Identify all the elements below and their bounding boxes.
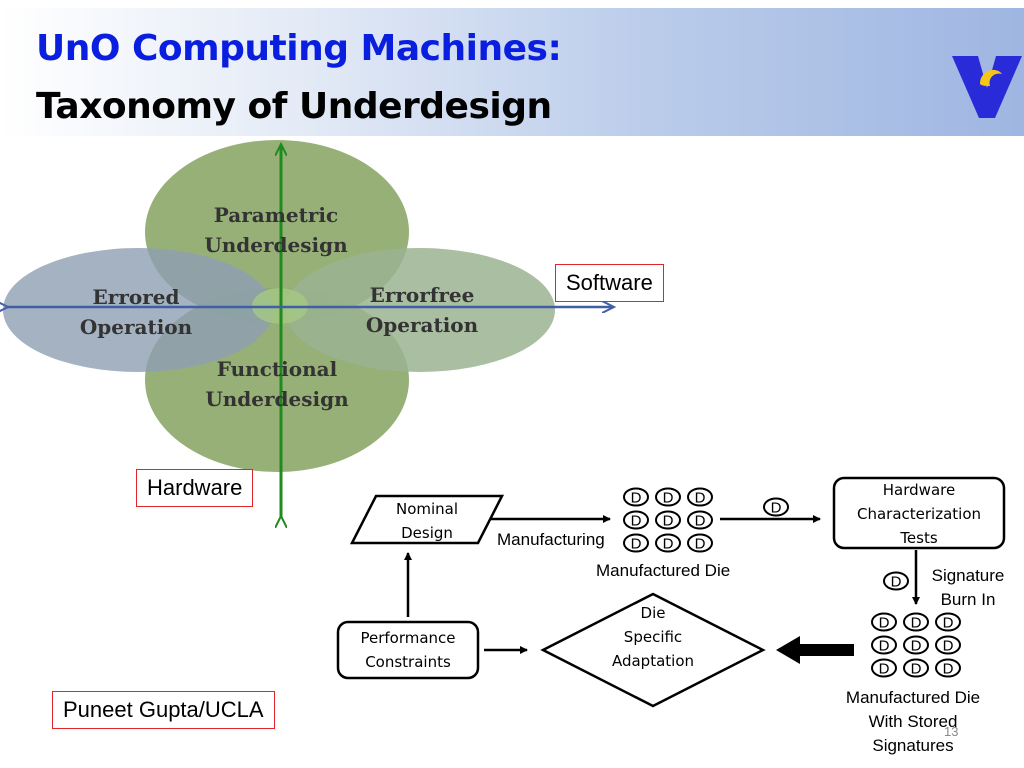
single-die-label: D bbox=[771, 500, 782, 517]
hw-tests-label-3: Tests bbox=[899, 529, 938, 547]
thick-arrow-shaft bbox=[796, 644, 854, 656]
die-token bbox=[935, 658, 961, 678]
burn-in-die-label: D bbox=[891, 574, 902, 591]
die-token-label: D bbox=[663, 490, 674, 507]
die-token-label: D bbox=[879, 661, 890, 678]
errored-label-2: Operation bbox=[80, 315, 193, 339]
single-die-token bbox=[763, 497, 789, 517]
manufactured-die-caption: Manufactured Die bbox=[596, 561, 731, 580]
die-token bbox=[687, 487, 713, 507]
stored-caption-line-2: With Stored bbox=[868, 712, 958, 731]
functional-label-2: Underdesign bbox=[205, 387, 349, 411]
die-token bbox=[655, 533, 681, 553]
die-token bbox=[871, 658, 897, 678]
errored-label-1: Errored bbox=[93, 285, 180, 309]
die-token-label: D bbox=[879, 615, 890, 632]
stored-signatures-caption: Manufactured Die With Stored Signatures bbox=[830, 686, 996, 758]
adaptation-diamond bbox=[540, 592, 766, 708]
die-token-label: D bbox=[663, 536, 674, 553]
die-token bbox=[655, 487, 681, 507]
manufacturing-label: Manufacturing bbox=[497, 530, 605, 549]
die-token-label: D bbox=[695, 513, 706, 530]
die-token-label: D bbox=[943, 638, 954, 655]
die-token-label: D bbox=[631, 536, 642, 553]
die-token bbox=[655, 510, 681, 530]
petal-errored bbox=[3, 248, 273, 372]
page-number: 13 bbox=[944, 724, 959, 739]
die-token-label: D bbox=[943, 661, 954, 678]
performance-label-1: Performance bbox=[360, 629, 455, 647]
die-token-label: D bbox=[943, 615, 954, 632]
die-token bbox=[623, 533, 649, 553]
die-token-label: D bbox=[911, 661, 922, 678]
die-token-label: D bbox=[663, 513, 674, 530]
author-label: Puneet Gupta/UCLA bbox=[52, 691, 275, 729]
die-token bbox=[935, 635, 961, 655]
die-token-label: D bbox=[631, 513, 642, 530]
die-token-label: D bbox=[911, 615, 922, 632]
die-token bbox=[935, 612, 961, 632]
nominal-design-label-1: Nominal bbox=[396, 500, 458, 518]
nominal-design-box bbox=[349, 494, 505, 545]
die-token bbox=[687, 510, 713, 530]
stored-caption-line-3: Signatures bbox=[872, 736, 954, 755]
performance-constraints-box bbox=[336, 620, 480, 680]
die-token-label: D bbox=[911, 638, 922, 655]
parametric-label-1: Parametric bbox=[214, 203, 338, 227]
die-token bbox=[687, 533, 713, 553]
die-token bbox=[871, 635, 897, 655]
stored-caption-line-1: Manufactured Die bbox=[845, 688, 981, 707]
parametric-label-2: Underdesign bbox=[204, 233, 348, 257]
software-label: Software bbox=[555, 264, 664, 302]
thick-arrow-head bbox=[776, 636, 800, 664]
die-token-label: D bbox=[695, 490, 706, 507]
die-token bbox=[871, 612, 897, 632]
hardware-label: Hardware bbox=[136, 469, 254, 507]
performance-label-2: Constraints bbox=[365, 653, 451, 671]
burn-in-label-2: Burn In bbox=[941, 590, 996, 609]
die-token bbox=[623, 487, 649, 507]
hw-characterization-box bbox=[832, 476, 1006, 550]
adaptation-label-3: Adaptation bbox=[612, 652, 694, 670]
slide-subtitle: Taxonomy of Underdesign bbox=[36, 86, 552, 127]
hw-tests-label-1: Hardware bbox=[883, 481, 955, 499]
errorfree-label-2: Operation bbox=[366, 313, 479, 337]
title-banner: UnO Computing Machines: Taxonomy of Unde… bbox=[0, 8, 1024, 136]
burn-in-die-token bbox=[883, 571, 909, 591]
adaptation-label-2: Specific bbox=[624, 628, 682, 646]
die-token-label: D bbox=[695, 536, 706, 553]
nominal-design-label-2: Design bbox=[401, 524, 453, 542]
hw-tests-label-2: Characterization bbox=[857, 505, 981, 523]
petal-errorfree bbox=[285, 248, 555, 372]
die-token bbox=[903, 635, 929, 655]
die-token bbox=[903, 658, 929, 678]
burn-in-label-1: Signature bbox=[932, 566, 1005, 585]
slide-title: UnO Computing Machines: bbox=[36, 28, 562, 69]
errorfree-label-1: Errorfree bbox=[370, 283, 475, 307]
functional-label-1: Functional bbox=[217, 357, 338, 381]
die-token-label: D bbox=[879, 638, 890, 655]
v-logo-icon bbox=[952, 56, 1022, 118]
die-token bbox=[623, 510, 649, 530]
adaptation-label-1: Die bbox=[641, 604, 666, 622]
die-token-label: D bbox=[631, 490, 642, 507]
die-token bbox=[903, 612, 929, 632]
